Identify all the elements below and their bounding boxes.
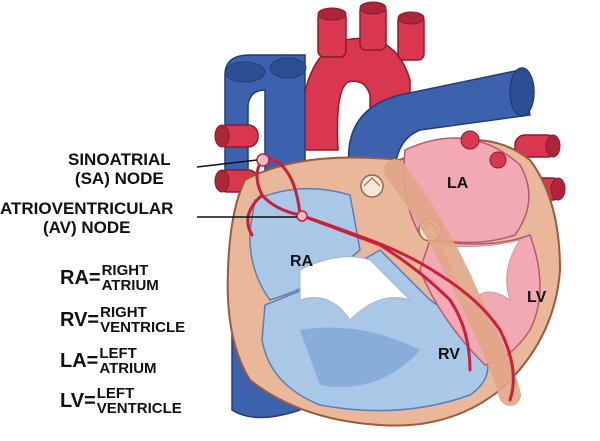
av-node-label-line1: ATRIOVENTRICULAR <box>0 199 174 218</box>
chamber-label-lv: LV <box>527 289 547 306</box>
legend-ra-line1: RIGHT <box>101 262 149 279</box>
conduction-pathway <box>246 156 515 402</box>
interventricular-septum <box>384 159 521 406</box>
tricuspid-valve <box>299 256 411 321</box>
chamber-label-rv: RV <box>438 346 460 363</box>
legend-rv-line2: VENTRICLE <box>100 319 186 336</box>
pulmonary-artery <box>347 69 531 176</box>
legend-la-line1: LEFT <box>99 345 137 362</box>
legend-lv-abbr: LV= <box>60 389 96 412</box>
sa-node-label-line2: (SA) NODE <box>74 169 164 188</box>
chamber-label-la: LA <box>447 175 469 192</box>
sa-node-dot <box>256 153 270 167</box>
legend-ra-abbr: RA= <box>60 266 101 289</box>
av-node-label: ATRIOVENTRICULAR (AV) NODE <box>0 199 173 237</box>
legend-la-line2: ATRIUM <box>99 360 157 377</box>
legend-la-abbr: LA= <box>60 349 99 372</box>
chamber-label-ra: RA <box>290 253 314 270</box>
sa-leader-line <box>196 159 258 168</box>
av-node-label-line2: (AV) NODE <box>42 218 131 237</box>
av-node-dot <box>296 210 308 222</box>
legend-rv-abbr: RV= <box>60 308 100 331</box>
legend-lv-line2: VENTRICLE <box>96 400 182 417</box>
sa-node-label: SINOATRIAL (SA) NODE <box>68 150 171 188</box>
legend-lv-line1: LEFT <box>96 385 135 402</box>
legend-ra-line2: ATRIUM <box>101 277 159 294</box>
sa-node-label-line1: SINOATRIAL <box>68 150 171 169</box>
legend-rv-line1: RIGHT <box>100 304 147 321</box>
